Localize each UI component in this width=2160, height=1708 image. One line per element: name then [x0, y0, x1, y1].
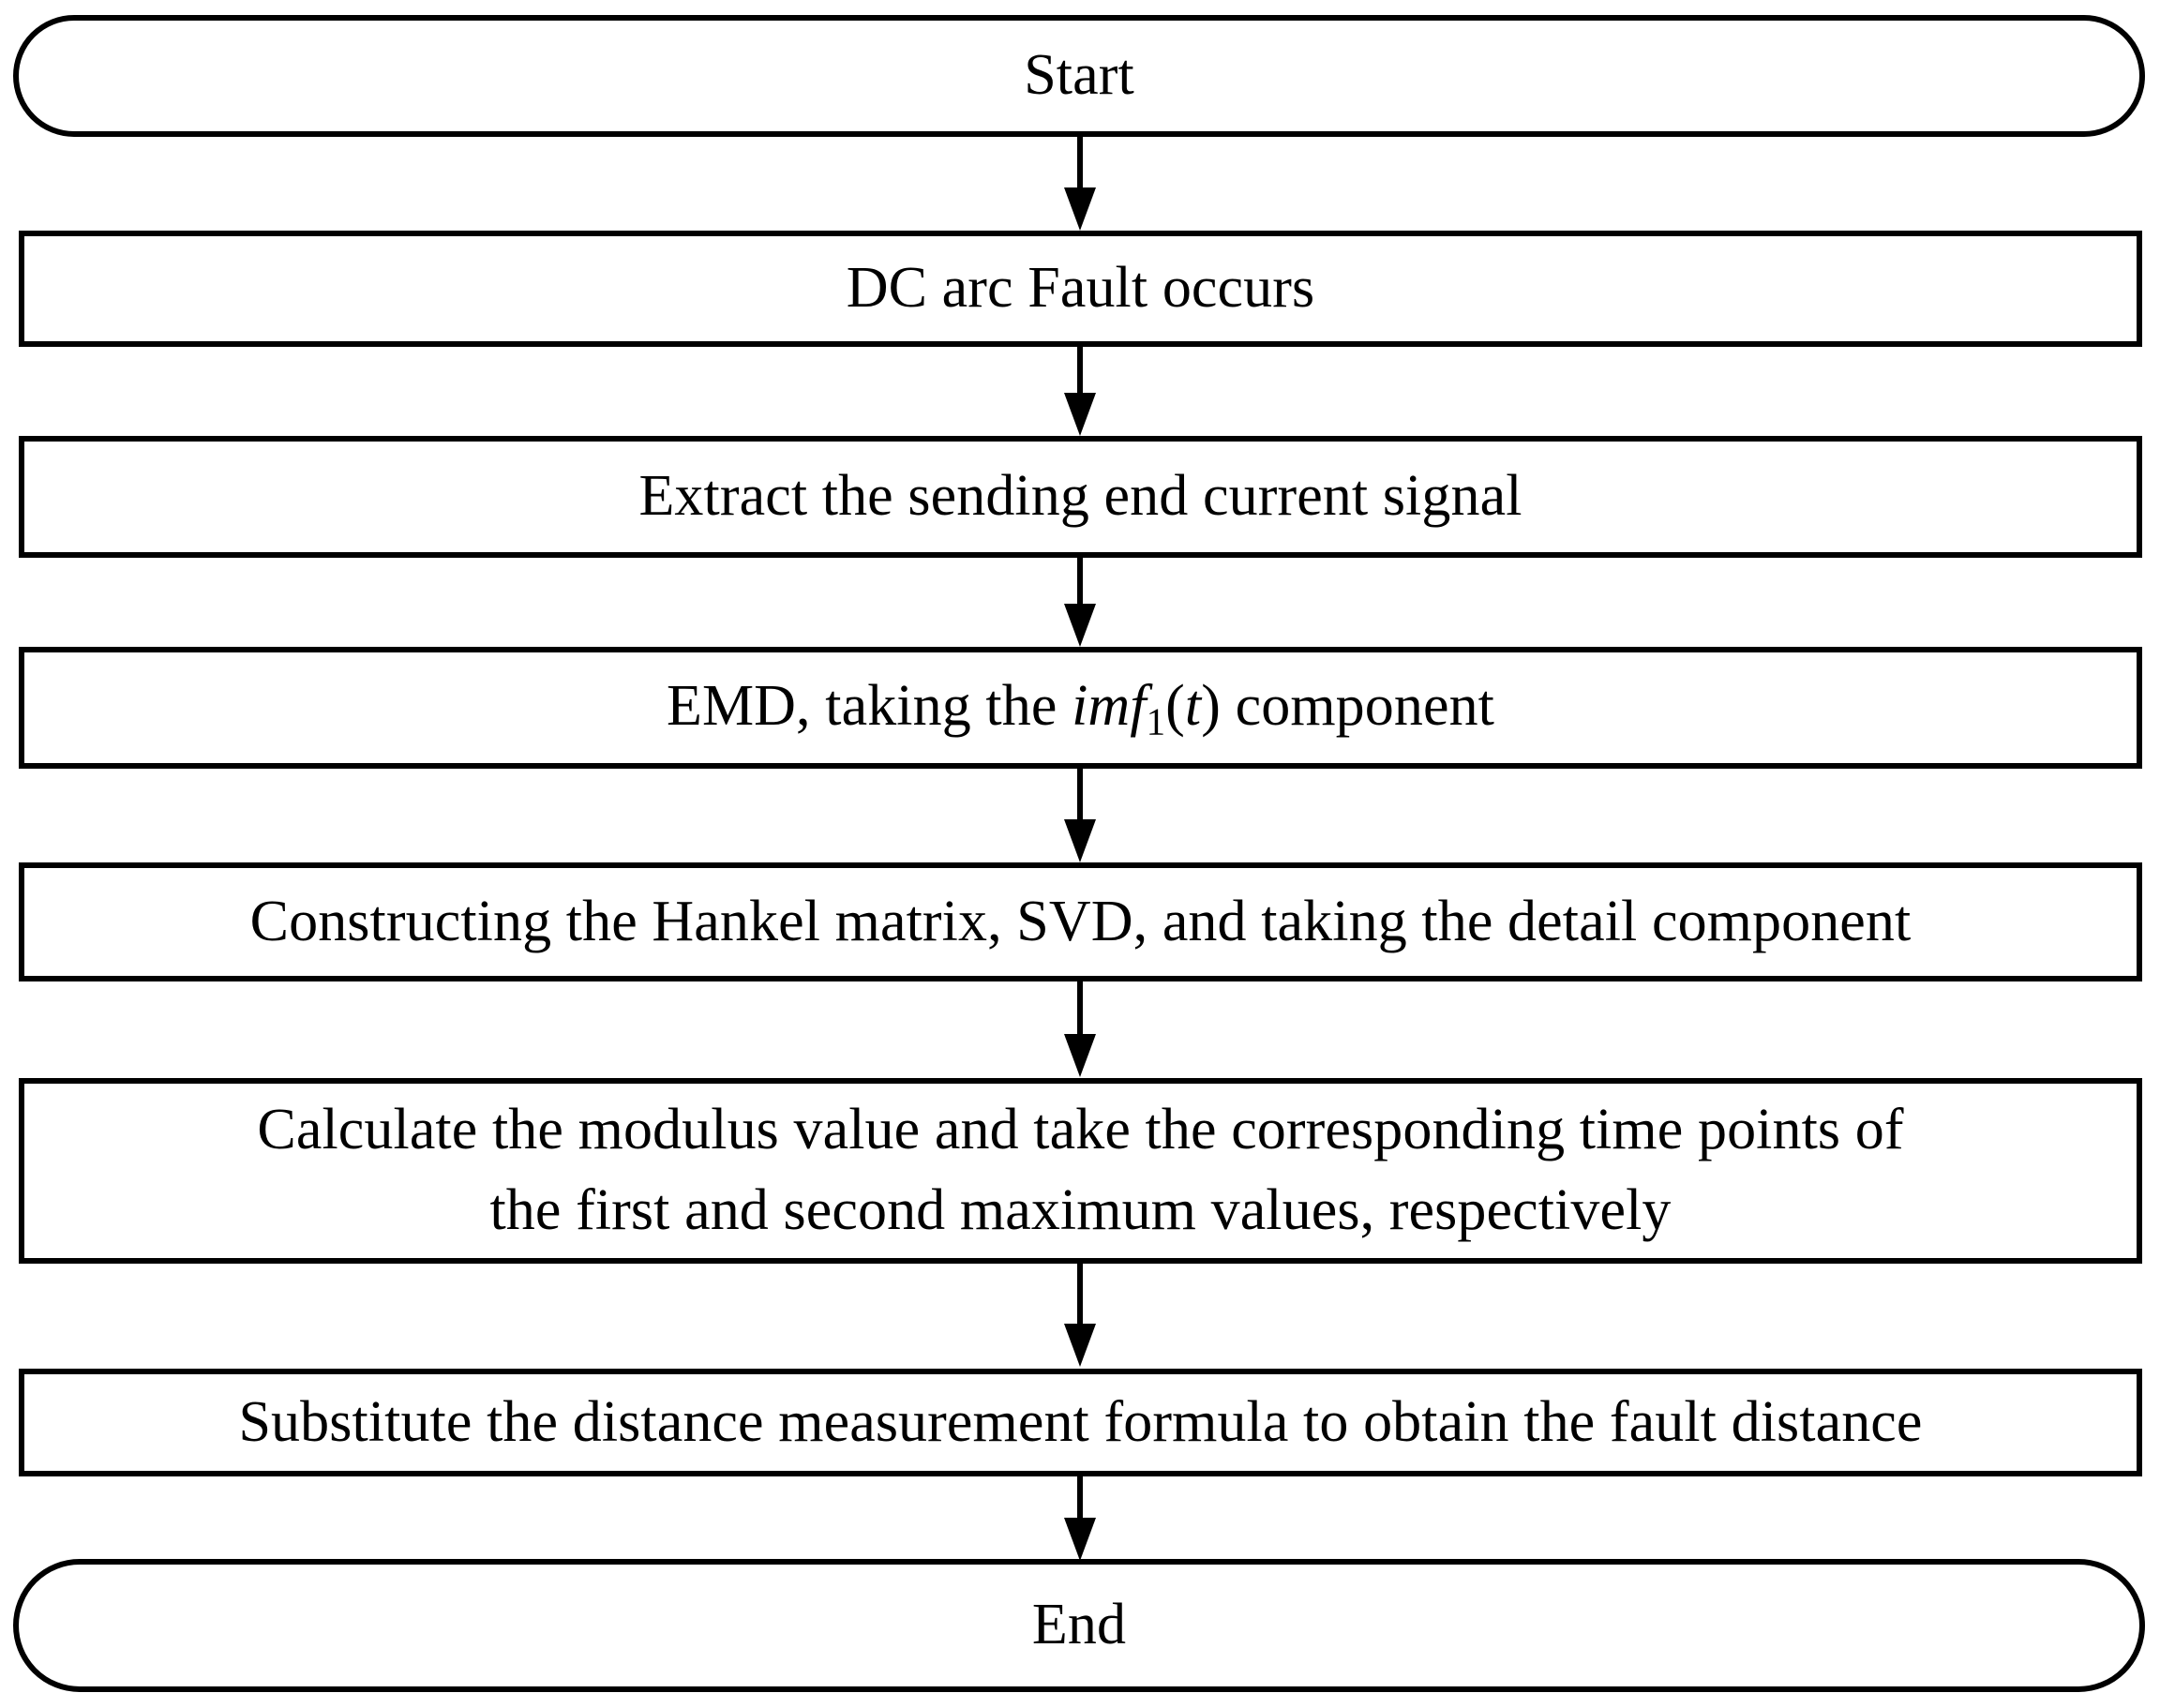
- emd-math-paren-open: (: [1165, 673, 1185, 738]
- node-hankel-svd-label: Constructing the Hankel matrix, SVD, and…: [249, 889, 1912, 953]
- node-dc-arc-fault[interactable]: DC arc Fault occurs: [19, 231, 2142, 347]
- arrowhead-down-icon: [1064, 1518, 1096, 1561]
- emd-text-before: EMD, taking the: [666, 673, 1072, 738]
- arrowhead-down-icon: [1064, 819, 1096, 862]
- emd-math-var-t: t: [1184, 673, 1202, 738]
- node-end[interactable]: End: [13, 1559, 2145, 1692]
- node-substitute-formula[interactable]: Substitute the distance measurement form…: [19, 1369, 2142, 1476]
- node-start-label: Start: [1024, 43, 1134, 108]
- node-emd-imf[interactable]: EMD, taking the imf1(t) component: [19, 647, 2142, 769]
- node-end-label: End: [1031, 1593, 1127, 1657]
- node-substitute-formula-label: Substitute the distance measurement form…: [238, 1389, 1923, 1454]
- emd-math-imf: imf: [1072, 673, 1147, 738]
- arrowhead-down-icon: [1064, 393, 1096, 436]
- arrowhead-down-icon: [1064, 1324, 1096, 1367]
- node-calculate-modulus[interactable]: Calculate the modulus value and take the…: [19, 1078, 2142, 1264]
- edge-shaft: [1077, 769, 1083, 821]
- emd-math-paren-close: ): [1201, 673, 1221, 738]
- edge-shaft: [1077, 1476, 1083, 1520]
- node-hankel-svd[interactable]: Constructing the Hankel matrix, SVD, and…: [19, 862, 2142, 981]
- edge-shaft: [1077, 347, 1083, 395]
- arrowhead-down-icon: [1064, 1034, 1096, 1077]
- node-start[interactable]: Start: [13, 15, 2145, 137]
- node-calculate-modulus-label: Calculate the modulus value and take the…: [67, 1090, 2094, 1251]
- arrowhead-down-icon: [1064, 604, 1096, 647]
- edge-shaft: [1077, 558, 1083, 606]
- emd-math-subscript: 1: [1146, 700, 1166, 743]
- edge-shaft: [1077, 137, 1083, 189]
- node-calculate-modulus-line2: the first and second maximum values, res…: [489, 1178, 1672, 1242]
- node-extract-current-signal-label: Extract the sending end current signal: [638, 464, 1522, 529]
- edge-shaft: [1077, 981, 1083, 1036]
- node-extract-current-signal[interactable]: Extract the sending end current signal: [19, 436, 2142, 558]
- node-emd-imf-label: EMD, taking the imf1(t) component: [67, 669, 2094, 747]
- node-dc-arc-fault-label: DC arc Fault occurs: [846, 256, 1315, 321]
- arrowhead-down-icon: [1064, 187, 1096, 231]
- edge-shaft: [1077, 1264, 1083, 1326]
- emd-text-after: component: [1221, 673, 1494, 738]
- node-calculate-modulus-line1: Calculate the modulus value and take the…: [257, 1098, 1904, 1162]
